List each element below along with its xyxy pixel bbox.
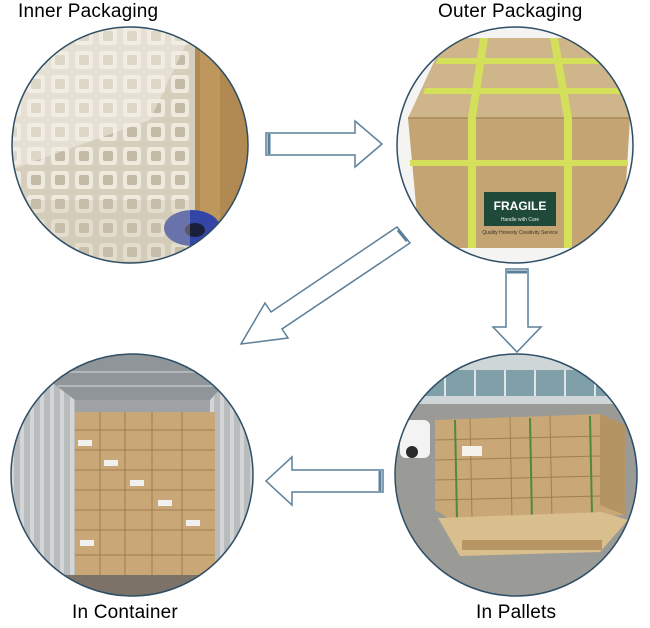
pallets-circle-border [394, 353, 638, 597]
arrow-inner-to-outer-icon [265, 119, 384, 169]
fragile-text: FRAGILE [494, 199, 547, 213]
fragile-label [484, 192, 556, 226]
outer-circle-border [396, 26, 634, 264]
pallets-photo [395, 354, 637, 596]
box-slogan-text: Quality Honesty Creativity Service [482, 230, 558, 236]
handle-with-care-text: Handle with Care [501, 217, 540, 223]
in-container-label: In Container [72, 602, 178, 623]
container-boxes [75, 412, 215, 582]
inner-circle-border [11, 26, 249, 264]
outer-packaging-photo: FRAGILE Handle with Care Quality Honesty… [397, 27, 633, 263]
arrow-outer-to-container-icon [239, 225, 412, 345]
container-circle-border [10, 353, 254, 597]
pallet-boxes [434, 414, 628, 556]
in-pallets-label: In Pallets [476, 602, 557, 623]
outer-packaging-label: Outer Packaging [438, 1, 583, 22]
arrow-outer-to-pallets-icon [491, 268, 543, 354]
arrow-pallets-to-container-icon [264, 455, 384, 507]
inner-packaging-label: Inner Packaging [18, 1, 159, 22]
